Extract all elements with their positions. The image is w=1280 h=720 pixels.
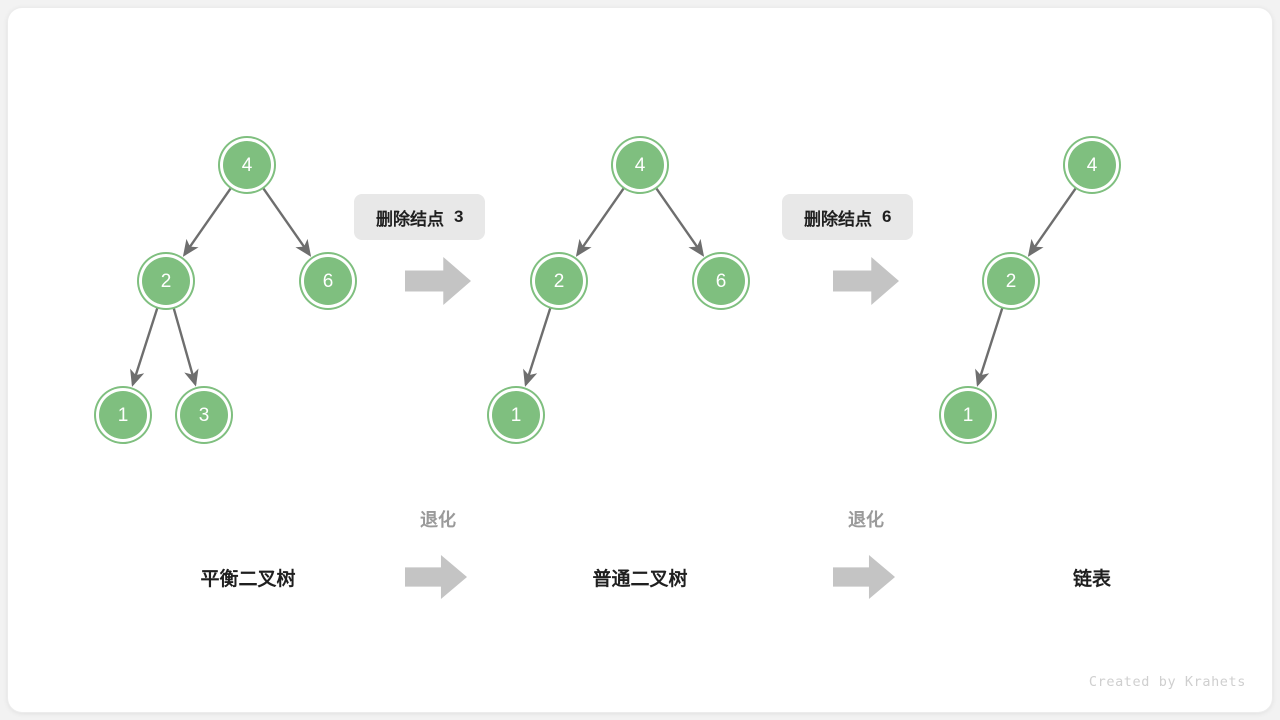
tree-node-1: 1: [944, 391, 992, 439]
tree-node-6: 6: [304, 257, 352, 305]
tree-node-2: 2: [987, 257, 1035, 305]
tree-edge: [575, 187, 625, 257]
degradation-label-2: 退化: [848, 510, 884, 530]
tree-edges-layer: [130, 187, 1077, 387]
transition-arrow-2-icon: [833, 257, 899, 305]
caption-linked-list: 链表: [1072, 569, 1112, 590]
tree-edge: [1027, 187, 1077, 257]
degradation-label-1: 退化: [420, 510, 456, 530]
tree-node-3: 3: [180, 391, 228, 439]
tree-node-4: 4: [1068, 141, 1116, 189]
degradation-arrow-2-icon: [833, 555, 895, 599]
caption-balanced-bst: 平衡二叉树: [200, 569, 296, 590]
tree-node-4: 4: [223, 141, 271, 189]
tree-edge: [523, 307, 552, 387]
watermark: Created by Krahets: [1088, 674, 1246, 690]
tree-edge: [655, 187, 705, 257]
tree-node-4: 4: [616, 141, 664, 189]
operation-pill-delete-3: 删除结点 3: [354, 194, 486, 240]
operation-pill-delete-6: 删除结点 6: [782, 194, 914, 240]
tree-edge: [182, 187, 232, 257]
operation-label: 删除结点: [376, 209, 444, 229]
tree-edge: [975, 307, 1004, 387]
tree-edge: [262, 187, 312, 257]
tree-node-6: 6: [697, 257, 745, 305]
tree-node-2: 2: [142, 257, 190, 305]
tree-node-1: 1: [492, 391, 540, 439]
operation-label: 删除结点: [804, 209, 872, 229]
transition-arrow-1-icon: [405, 257, 471, 305]
operation-value: 3: [454, 207, 464, 226]
degradation-arrow-1-icon: [405, 555, 467, 599]
tree-edge: [172, 307, 199, 387]
tree-node-1: 1: [99, 391, 147, 439]
caption-ordinary-bst: 普通二叉树: [592, 569, 688, 590]
operation-value: 6: [882, 207, 892, 226]
tree-edge: [130, 307, 159, 387]
tree-node-2: 2: [535, 257, 583, 305]
